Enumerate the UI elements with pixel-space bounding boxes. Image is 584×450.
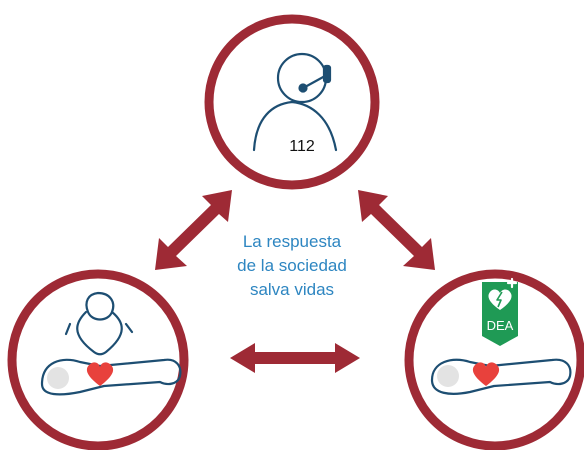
arrow-top-left [155,190,232,270]
patient-head [437,365,459,387]
lying-patient-icon [40,358,182,396]
node-aed-ring [404,269,584,450]
center-caption-line-2: de la sociedad [237,256,347,275]
cpr-rescuer-icon [64,291,134,356]
heart-icon [472,362,500,386]
patient-head [47,367,69,389]
lying-patient-icon [430,358,572,395]
center-caption-line-1: La respuesta [242,232,342,251]
headset-operator-icon [252,52,338,152]
arrow-bottom [230,343,360,373]
node-112: 112 [204,14,380,190]
aed-badge: DEA [482,277,518,346]
node-112-label: 112 [289,138,315,155]
node-aed: DEA [404,269,584,450]
heart-icon [86,362,114,386]
node-cpr-ring [7,269,189,450]
center-caption: La respuesta de la sociedad salva vidas [212,230,372,302]
aed-label: DEA [487,318,514,333]
node-cpr [7,269,189,450]
center-caption-line-3: salva vidas [249,280,335,299]
arrow-top-right [358,190,435,270]
